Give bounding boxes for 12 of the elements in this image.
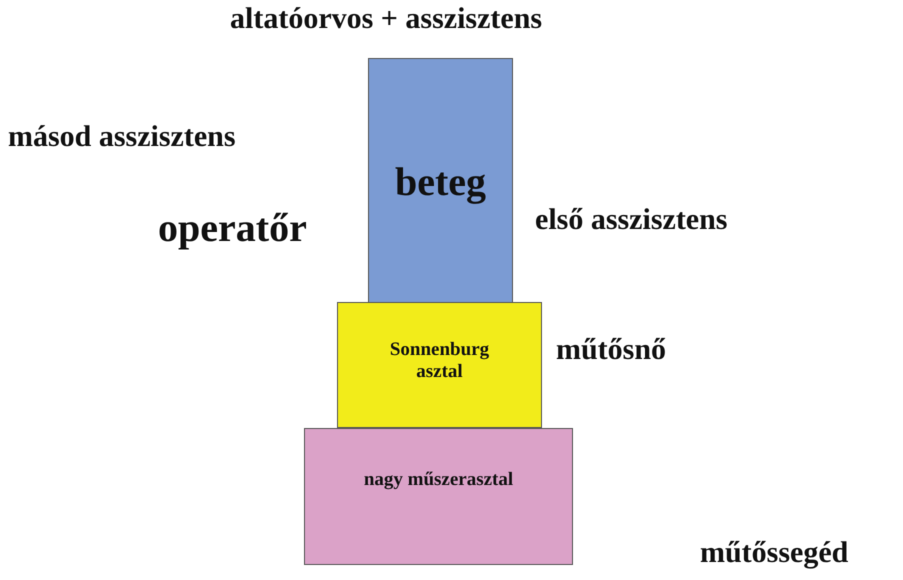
box-label: Sonnenburg asztal — [388, 339, 490, 383]
role-label: másod asszisztens — [8, 120, 236, 154]
role-label: altatóorvos + asszisztens — [230, 2, 542, 36]
table-box — [337, 302, 542, 428]
role-label: operatőr — [158, 204, 307, 251]
box-label: beteg — [394, 159, 486, 205]
box-label: nagy műszerasztal — [364, 469, 514, 491]
role-label: műtőssegéd — [700, 536, 848, 570]
role-label: első asszisztens — [535, 203, 728, 237]
table-box — [304, 428, 573, 565]
role-label: műtősnő — [556, 333, 666, 367]
table-box — [368, 58, 513, 303]
